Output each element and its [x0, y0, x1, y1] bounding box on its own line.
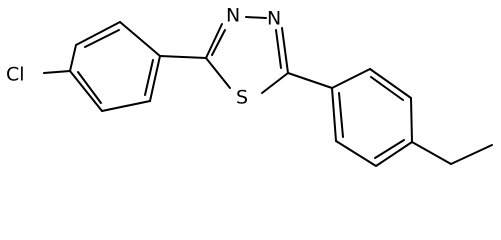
bond: [281, 27, 289, 74]
chlorine-atom-label: Cl: [6, 64, 25, 86]
ethylphenyl-ring: [331, 68, 413, 167]
bond: [211, 29, 226, 56]
bond: [119, 21, 161, 57]
bond: [77, 71, 102, 104]
sulfur-atom-label: S: [236, 87, 248, 109]
bond: [331, 68, 371, 89]
nitrogen-atom-label: N: [226, 5, 240, 27]
bond: [245, 16, 267, 19]
chemical-structure-diagram: Cl N N S: [6, 5, 493, 167]
bond: [205, 57, 231, 89]
bond: [369, 68, 412, 99]
nitrogen-atom-label: N: [267, 8, 281, 30]
bond: [338, 92, 344, 138]
bond: [411, 141, 452, 165]
bond: [84, 29, 120, 48]
bond: [149, 55, 161, 102]
thiadiazole-ring: [205, 16, 289, 94]
bond: [261, 72, 289, 94]
bond: [410, 97, 413, 143]
bond: [144, 59, 154, 96]
bond: [275, 29, 282, 69]
bond: [101, 100, 151, 112]
bond: [335, 140, 377, 167]
bond: [69, 70, 103, 112]
bond: [374, 139, 405, 159]
bond: [159, 55, 207, 59]
bond: [450, 144, 493, 165]
bond: [331, 87, 337, 142]
chlorophenyl-ring: [69, 21, 161, 112]
bond: [370, 76, 404, 101]
bond: [375, 141, 413, 167]
bond: [205, 23, 223, 59]
bond: [75, 21, 121, 46]
bond: [43, 70, 71, 74]
bond: [69, 44, 77, 72]
bond: [287, 72, 333, 89]
